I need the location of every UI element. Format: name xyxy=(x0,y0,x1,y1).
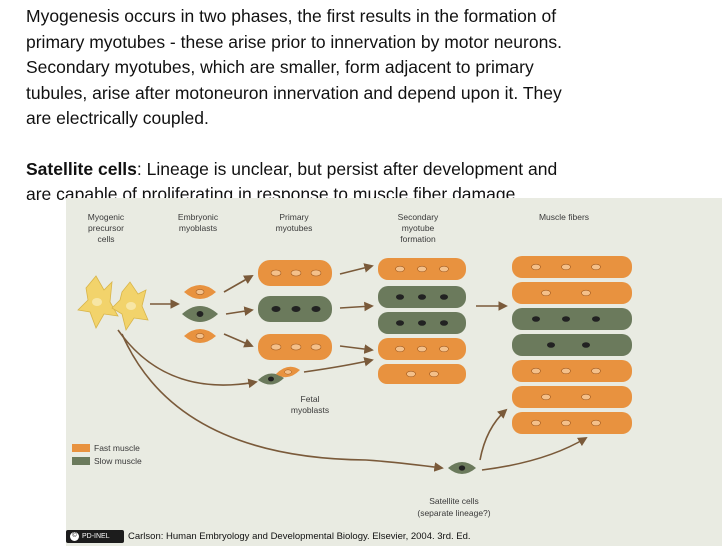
label-embryonic-2: myoblasts xyxy=(179,223,217,233)
arrow-primary-to-secondary-2 xyxy=(339,301,374,312)
legend-fast-label: Fast muscle xyxy=(94,443,140,453)
label-secondary-3: formation xyxy=(400,234,436,244)
label-myogenic-3: cells xyxy=(97,234,114,244)
satellite-term: Satellite cells xyxy=(26,158,137,179)
label-fetal-2: myoblasts xyxy=(291,405,329,415)
legend: Fast muscle Slow muscle xyxy=(72,443,142,466)
satellite-text-1: : Lineage is unclear, but persist after … xyxy=(136,158,558,179)
intro-line-4: tubules, arise after motoneuron innervat… xyxy=(26,82,562,103)
citation-text: Carlson: Human Embryology and Developmen… xyxy=(128,531,471,542)
label-secondary-2: myotube xyxy=(402,223,435,233)
arrow-satellite-to-fibers-2 xyxy=(481,437,588,471)
myogenesis-diagram: Myogenic precursor cells Embryonic myobl… xyxy=(66,198,722,546)
arrow-precursor-to-fetal-path xyxy=(121,333,367,461)
satellite-cell xyxy=(448,462,476,474)
lineage-arrows xyxy=(117,263,588,472)
label-satellite-1: Satellite cells xyxy=(429,496,479,506)
muscle-fibers xyxy=(512,256,632,434)
label-myogenic-1: Myogenic xyxy=(88,212,125,222)
arrow-primary-to-secondary-1 xyxy=(339,263,374,275)
license-badge: ©PD-INEL xyxy=(66,530,124,543)
label-primary-1: Primary xyxy=(279,212,309,222)
description-text: Myogenesis occurs in two phases, the fir… xyxy=(26,4,716,208)
legend-fast-swatch xyxy=(72,444,90,452)
label-primary-2: myotubes xyxy=(276,223,313,233)
label-muscle-fibers: Muscle fibers xyxy=(539,212,589,222)
primary-myotubes xyxy=(258,260,332,360)
fetal-myoblasts xyxy=(258,366,300,385)
secondary-myotubes xyxy=(378,258,466,384)
cc-icon: © xyxy=(70,531,79,541)
arrow-primary-to-secondary-3 xyxy=(339,344,374,354)
license-badge-label: PD-INEL xyxy=(82,533,110,540)
arrow-embryonic-to-primary-2 xyxy=(225,306,254,316)
citation-bar: ©PD-INEL Carlson: Human Embryology and D… xyxy=(66,528,536,546)
label-secondary-1: Secondary xyxy=(398,212,439,222)
intro-line-3: Secondary myotubes, which are smaller, f… xyxy=(26,57,534,77)
arrow-embryonic-to-primary-3 xyxy=(223,333,254,348)
label-satellite-2: (separate lineage?) xyxy=(417,508,490,518)
legend-slow-label: Slow muscle xyxy=(94,456,142,466)
paragraph-gap xyxy=(26,132,716,157)
arrow-embryonic-to-primary-1 xyxy=(223,275,254,293)
label-fetal-1: Fetal xyxy=(301,394,320,404)
precursor-cells xyxy=(77,275,149,331)
label-embryonic-1: Embryonic xyxy=(178,212,219,222)
myogenesis-figure: Myogenic precursor cells Embryonic myobl… xyxy=(66,198,722,546)
arrow-satellite-to-fibers xyxy=(479,408,508,461)
embryonic-myoblasts xyxy=(182,285,218,343)
satellite-line-1: Satellite cells: Lineage is unclear, but… xyxy=(26,157,716,183)
label-myogenic-2: precursor xyxy=(88,223,124,233)
legend-slow-swatch xyxy=(72,457,90,465)
intro-line-5: are electrically coupled. xyxy=(26,108,209,128)
arrow-fetal-to-secondary xyxy=(303,357,374,373)
arrow-precursor-to-fetal xyxy=(117,329,258,389)
intro-line-1: Myogenesis occurs in two phases, the fir… xyxy=(26,6,557,26)
arrow-precursor-to-satellite xyxy=(365,459,444,472)
intro-line-2: primary myotubes - these arise prior to … xyxy=(26,31,562,52)
